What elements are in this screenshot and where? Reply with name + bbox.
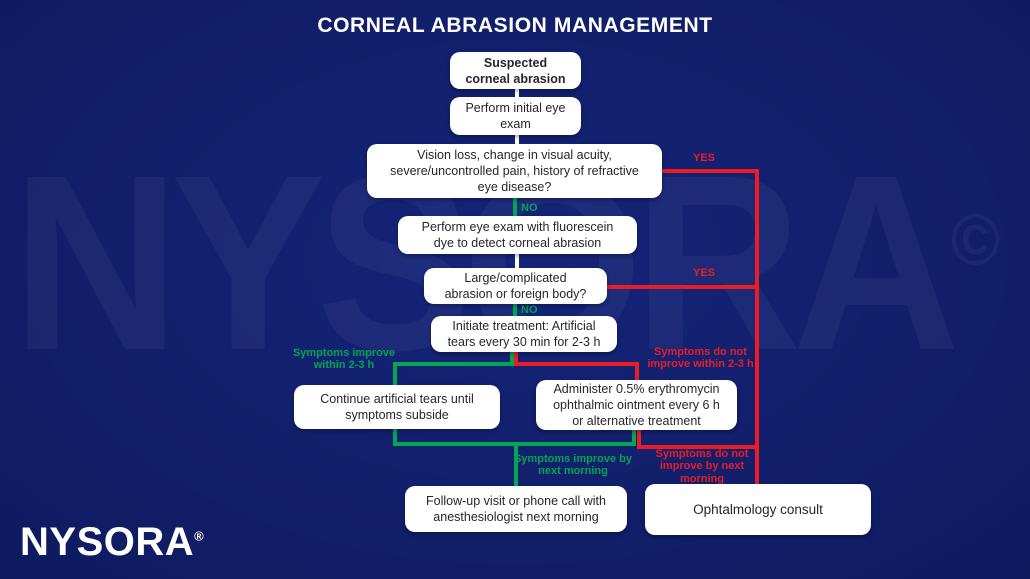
edge-no-1-line [513, 198, 517, 217]
edge-no-2-line [513, 304, 517, 317]
edge-yes-1-line [660, 169, 759, 173]
edge-not-improve-line [514, 352, 518, 366]
node-fluorescein-exam: Perform eye exam with fluorescein dye to… [398, 216, 637, 254]
edge-label-yes-1: YES [692, 152, 715, 164]
edge-label-improve-morning: Symptoms improve by next morning [514, 453, 632, 478]
edge-yes-2-line [605, 285, 757, 289]
edge-not-improve-line [514, 362, 639, 366]
edge-improve-morning-line [393, 428, 397, 446]
edge-label-no-1: NO [521, 202, 538, 214]
node-administer-erythromycin: Administer 0.5% erythromycin ophthalmic … [536, 380, 737, 430]
edge-label-yes-2: YES [692, 267, 715, 279]
edge-label-improve-2-3h: Symptoms improve within 2-3 h [292, 347, 396, 372]
connector-line [515, 253, 519, 269]
node-ophthalmology-consult: Ophtalmology consult [645, 484, 871, 535]
nysora-logo: NYSORA® [20, 522, 204, 562]
copyright-icon: © [951, 201, 1000, 281]
edge-improve-morning-line [632, 430, 636, 446]
edge-label-no-2: NO [521, 304, 538, 316]
edge-improve-morning-line [514, 445, 518, 487]
logo-text: NYSORA [20, 520, 195, 564]
edge-improve-line [393, 362, 397, 386]
node-continue-artificial-tears: Continue artificial tears until symptoms… [294, 385, 500, 429]
node-perform-initial-eye-exam: Perform initial eye exam [450, 97, 581, 135]
edge-not-improve-morning-line [637, 445, 759, 449]
edge-improve-line [393, 362, 514, 366]
edge-not-improve-morning-line [637, 430, 641, 447]
edge-improve-morning-line [393, 442, 636, 446]
edge-not-improve-line [635, 362, 639, 382]
registered-trademark-icon: ® [194, 528, 205, 544]
node-vision-loss-question: Vision loss, change in visual acuity, se… [367, 144, 662, 198]
connector-line [515, 88, 519, 98]
edge-improve-line [510, 352, 514, 366]
node-suspected-corneal-abrasion: Suspected corneal abrasion [450, 52, 581, 89]
edge-label-not-improve-2-3h: Symptoms do not improve within 2-3 h [647, 346, 754, 371]
node-large-abrasion-question: Large/complicated abrasion or foreign bo… [424, 268, 607, 304]
node-initiate-treatment: Initiate treatment: Artificial tears eve… [431, 316, 617, 352]
node-follow-up-visit: Follow-up visit or phone call with anest… [405, 486, 627, 532]
edge-yes-main-line [755, 169, 759, 486]
page-title: CORNEAL ABRASION MANAGEMENT [317, 14, 713, 37]
connector-line [515, 135, 519, 145]
edge-label-not-improve-morning: Symptoms do not improve by next morning [655, 448, 749, 485]
